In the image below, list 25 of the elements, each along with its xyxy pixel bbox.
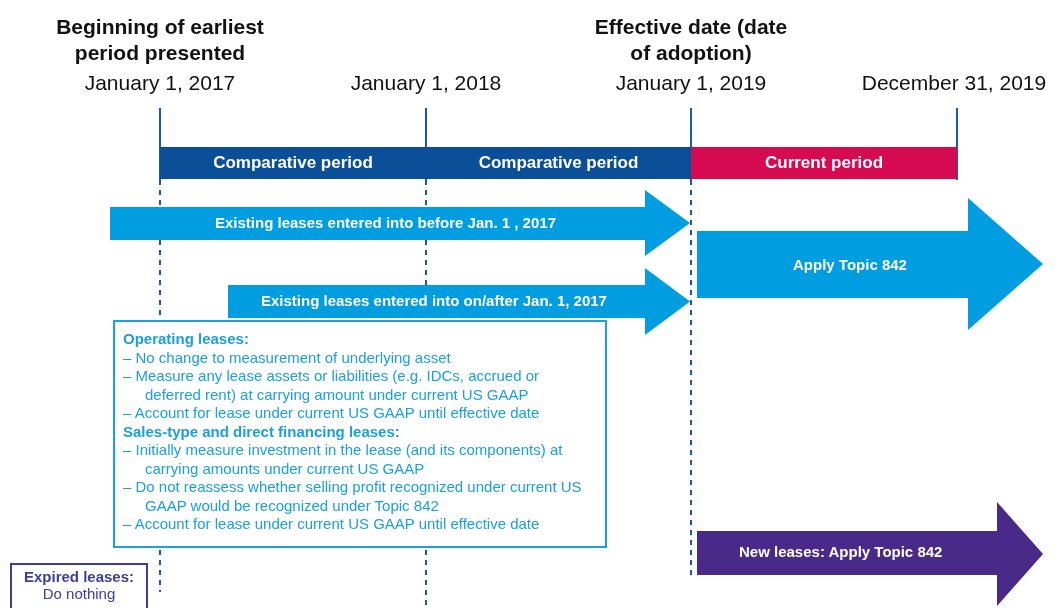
arrow-label: Existing leases entered into on/after Jan. 1, 2017 <box>261 292 607 309</box>
date-label: January 1, 2018 <box>349 70 503 96</box>
period-bar: Comparative period <box>426 147 691 179</box>
note-item: – Account for lease under current US GAAP until effective date <box>123 515 541 534</box>
heading-label: Beginning of earliest period presented <box>55 14 265 66</box>
note-item: – No change to measurement of underlying asset <box>123 348 452 367</box>
note-item: – Measure any lease assets or liabilities (e.g. IDCs, accrued or deferred rent) at carrying amount under current US GAAP <box>123 367 540 404</box>
note-item: – Account for lease under current US GAAP until effective date <box>123 404 541 423</box>
date-label: January 1, 2019 <box>614 70 768 96</box>
period-bar: Current period <box>691 147 957 179</box>
box-text: Do nothing <box>41 585 117 602</box>
date-label: January 1, 2017 <box>83 70 237 96</box>
note-heading: Operating leases: <box>123 330 250 349</box>
note-panel <box>113 320 607 548</box>
note-heading: Sales-type and direct financing leases: <box>123 422 401 441</box>
date-label: December 31, 2019 <box>860 70 1048 96</box>
note-item: – Do not reassess whether selling profit recognized under current US GAAP would be recognized under Topic 842 <box>123 478 583 515</box>
box-heading: Expired leases: <box>22 568 136 585</box>
status-box <box>10 563 148 608</box>
heading-label: Effective date (date of adoption) <box>594 14 788 66</box>
note-item: – Initially measure investment in the lease (and its components) at carrying amounts under current US GAAP <box>123 441 564 478</box>
arrow-label: New leases: Apply Topic 842 <box>739 543 943 560</box>
arrow-label: Existing leases entered into before Jan. 1 , 2017 <box>215 214 556 231</box>
period-bar: Comparative period <box>160 147 426 179</box>
arrow-label: Apply Topic 842 <box>793 256 907 273</box>
